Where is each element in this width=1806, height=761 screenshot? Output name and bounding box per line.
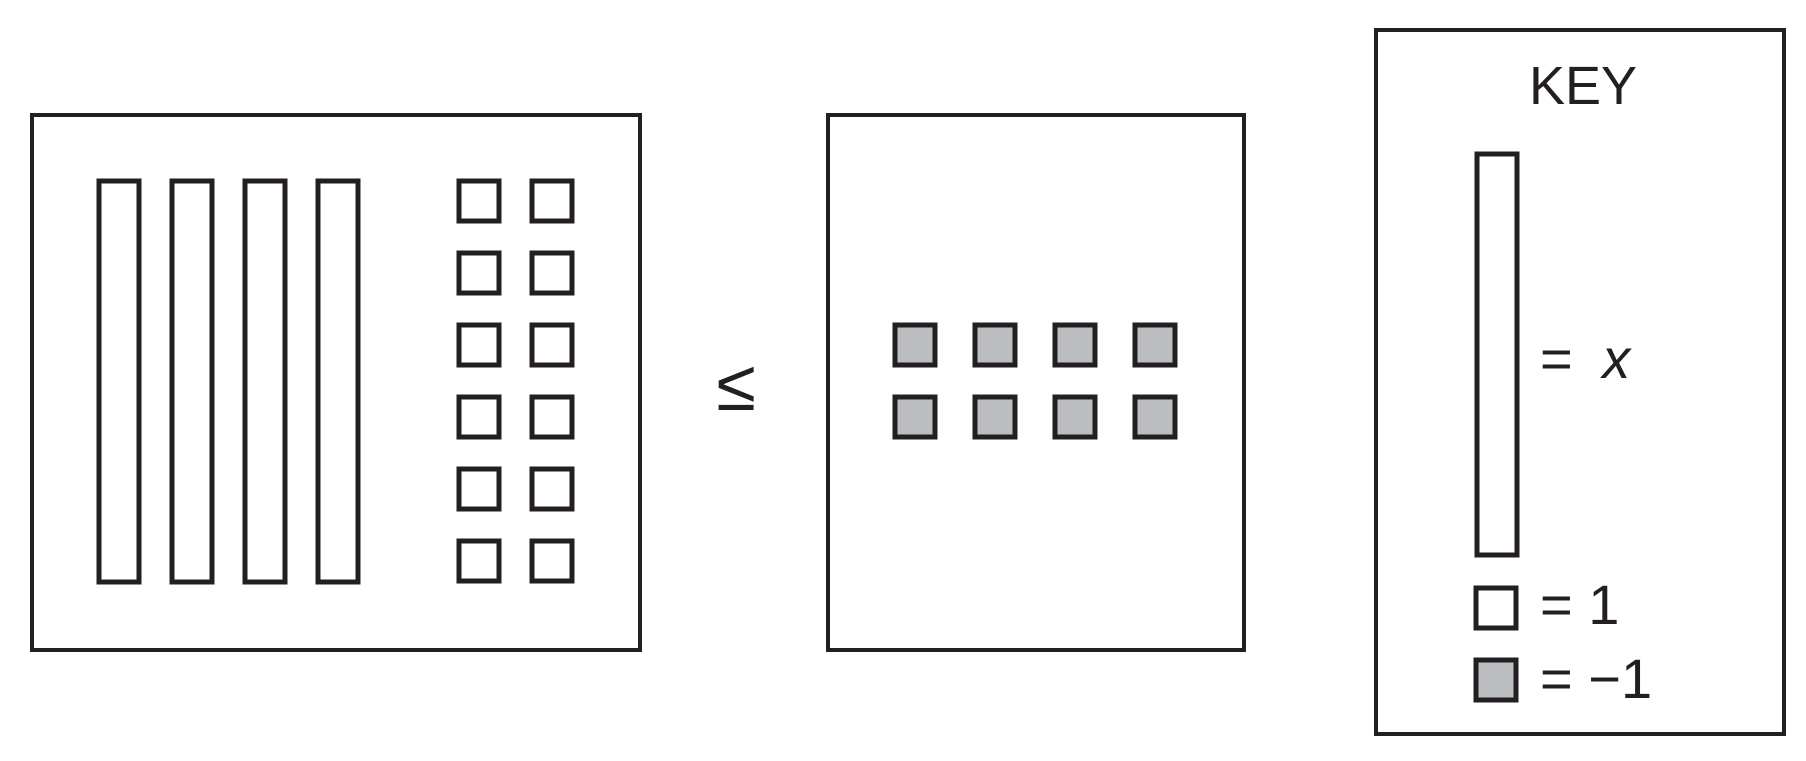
negative-unit-tile <box>892 322 938 368</box>
key-x-equals: = <box>1540 327 1573 390</box>
positive-unit-tile <box>529 250 575 296</box>
x-tile <box>96 178 142 585</box>
key-negative-unit-label: = −1 <box>1540 647 1652 710</box>
negative-unit-tile <box>972 322 1018 368</box>
key-border <box>1374 28 1786 736</box>
positive-unit-tile <box>456 466 502 512</box>
negative-unit-tile <box>1132 322 1178 368</box>
key-x-tile <box>1474 151 1520 558</box>
key-title: KEY <box>1529 56 1637 116</box>
right-side-mat <box>826 113 1246 652</box>
negative-unit-tile <box>1132 394 1178 440</box>
negative-unit-tile <box>1052 322 1098 368</box>
negative-unit-tile <box>892 394 938 440</box>
positive-unit-tile <box>529 466 575 512</box>
key-positive-unit-label: = 1 <box>1540 573 1619 636</box>
key-panel: KEY = x = 1 = −1 <box>1374 28 1786 736</box>
key-negative-unit-tile <box>1473 657 1519 703</box>
x-tile <box>315 178 361 585</box>
inequality-symbol: ≤ <box>716 346 756 426</box>
right-mat-border <box>826 113 1246 652</box>
key-x-variable: x <box>1599 327 1632 390</box>
positive-unit-tile <box>456 394 502 440</box>
positive-unit-tile <box>456 250 502 296</box>
left-unit-tiles <box>456 178 575 584</box>
key-x-label: = x <box>1540 327 1632 390</box>
positive-unit-tile <box>456 322 502 368</box>
x-tile <box>169 178 215 585</box>
positive-unit-tile <box>456 538 502 584</box>
positive-unit-tile <box>529 538 575 584</box>
positive-unit-tile <box>529 322 575 368</box>
positive-unit-tile <box>456 178 502 224</box>
negative-unit-tile <box>972 394 1018 440</box>
right-unit-tiles <box>892 322 1178 440</box>
x-tile <box>242 178 288 585</box>
positive-unit-tile <box>529 394 575 440</box>
left-mat-border <box>30 113 642 652</box>
left-side-mat <box>30 113 642 652</box>
key-positive-unit-tile <box>1473 585 1519 631</box>
positive-unit-tile <box>529 178 575 224</box>
negative-unit-tile <box>1052 394 1098 440</box>
left-x-tiles <box>96 178 361 585</box>
